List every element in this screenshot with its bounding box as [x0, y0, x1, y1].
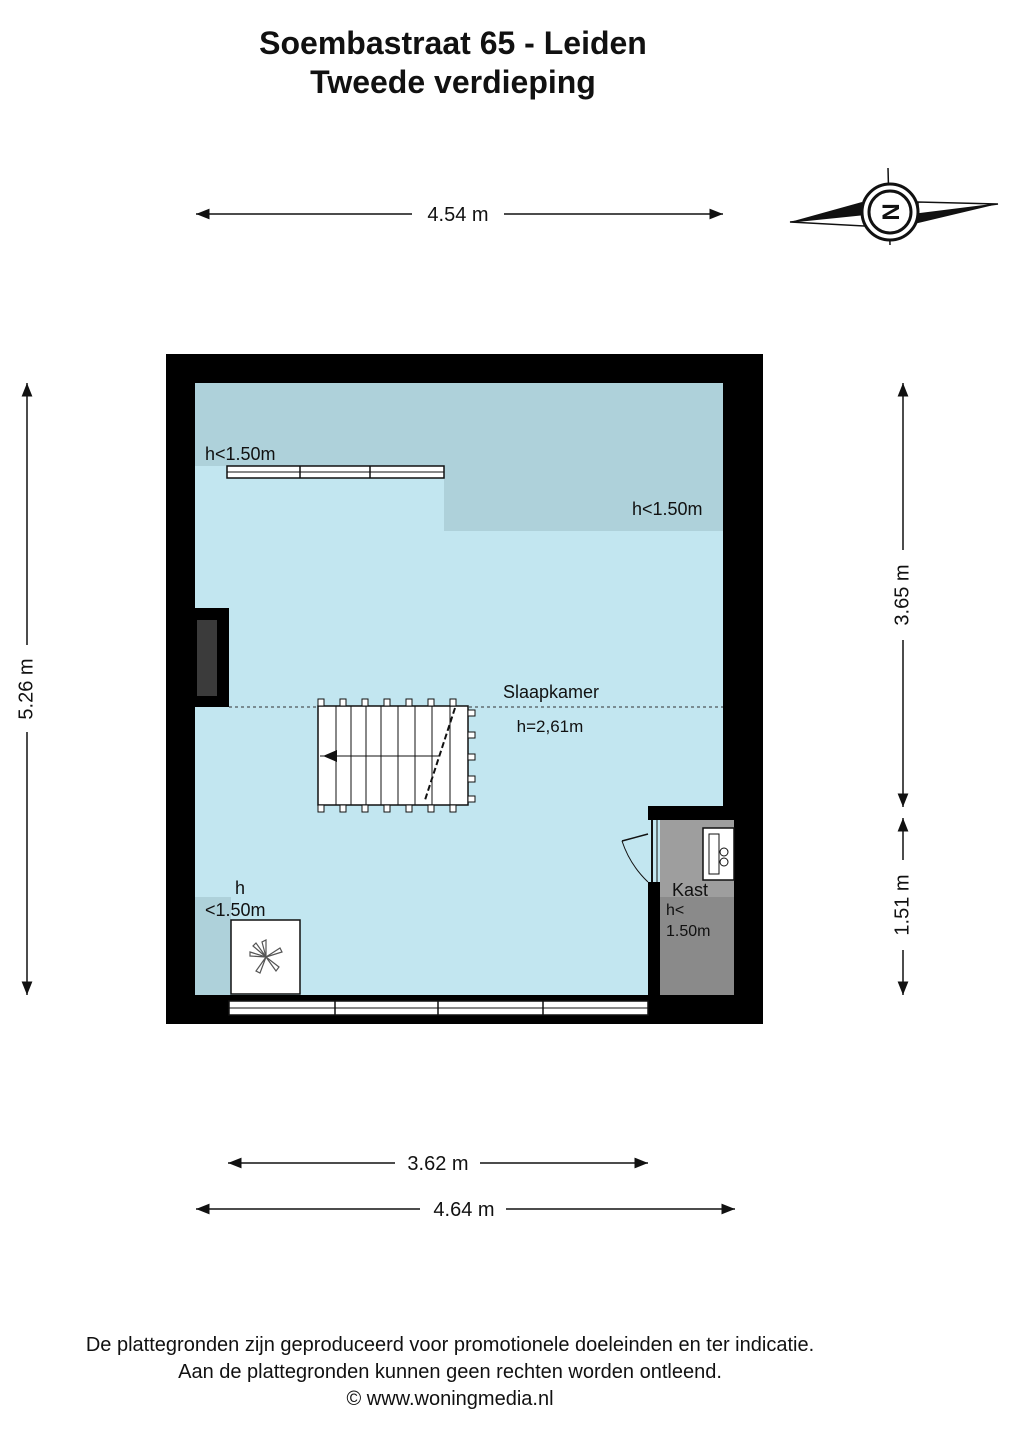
- kast-door: [621, 833, 649, 883]
- dimension-left: 5.26 m: [15, 383, 37, 995]
- page-title: Soembastraat 65 - Leiden: [259, 25, 647, 61]
- dimension-right-lower-label: 1.51 m: [891, 874, 913, 935]
- staircase: [317, 698, 476, 813]
- room-height-kast-2: 1.50m: [666, 923, 710, 940]
- kast-door-opening: [648, 820, 660, 882]
- low-zone-label-bottom-left-2: <1.50m: [205, 900, 266, 920]
- disclaimer-line-2: Aan de plattegronden kunnen geen rechten…: [178, 1361, 722, 1383]
- room-height-kast-1: h<: [666, 902, 684, 919]
- page-subtitle: Tweede verdieping: [310, 64, 596, 100]
- ventilation-icon: [230, 919, 301, 995]
- low-ceiling-zone-top: [195, 383, 723, 531]
- dimension-bottom-inner-label: 3.62 m: [407, 1153, 468, 1175]
- low-zone-label-top-left: h<1.50m: [205, 444, 276, 464]
- dimension-left-label: 5.26 m: [15, 658, 37, 719]
- room-kast-low: [660, 897, 734, 995]
- low-ceiling-zone-bottom-left: [195, 897, 231, 995]
- chimney-inner: [197, 620, 217, 696]
- window-bottom: [228, 1000, 649, 1016]
- compass-letter: N: [878, 203, 905, 220]
- low-zone-label-bottom-left-1: h: [235, 878, 245, 898]
- dimension-right-upper-label: 3.65 m: [891, 564, 913, 625]
- disclaimer-line-1: De plattegronden zijn geproduceerd voor …: [85, 1334, 815, 1356]
- dimension-bottom-inner: 3.62 m: [228, 1153, 648, 1175]
- boiler-icon: [702, 827, 735, 881]
- window-top: [226, 465, 445, 479]
- low-zone-label-top-right: h<1.50m: [632, 499, 703, 519]
- dimension-right-upper: 3.65 m: [891, 383, 913, 807]
- dimension-top: 4.54 m: [196, 204, 723, 226]
- copyright-link[interactable]: © www.woningmedia.nl: [346, 1388, 554, 1410]
- dimension-right-lower: 1.51 m: [891, 818, 913, 995]
- dimension-bottom-outer-label: 4.64 m: [433, 1199, 494, 1221]
- dimension-bottom-outer: 4.64 m: [196, 1199, 735, 1221]
- room-height-slaapkamer: h=2,61m: [517, 717, 584, 736]
- dimension-top-label: 4.54 m: [427, 204, 488, 226]
- room-name-kast: Kast: [672, 880, 708, 900]
- room-name-slaapkamer: Slaapkamer: [503, 682, 599, 702]
- compass-icon: N: [789, 167, 999, 246]
